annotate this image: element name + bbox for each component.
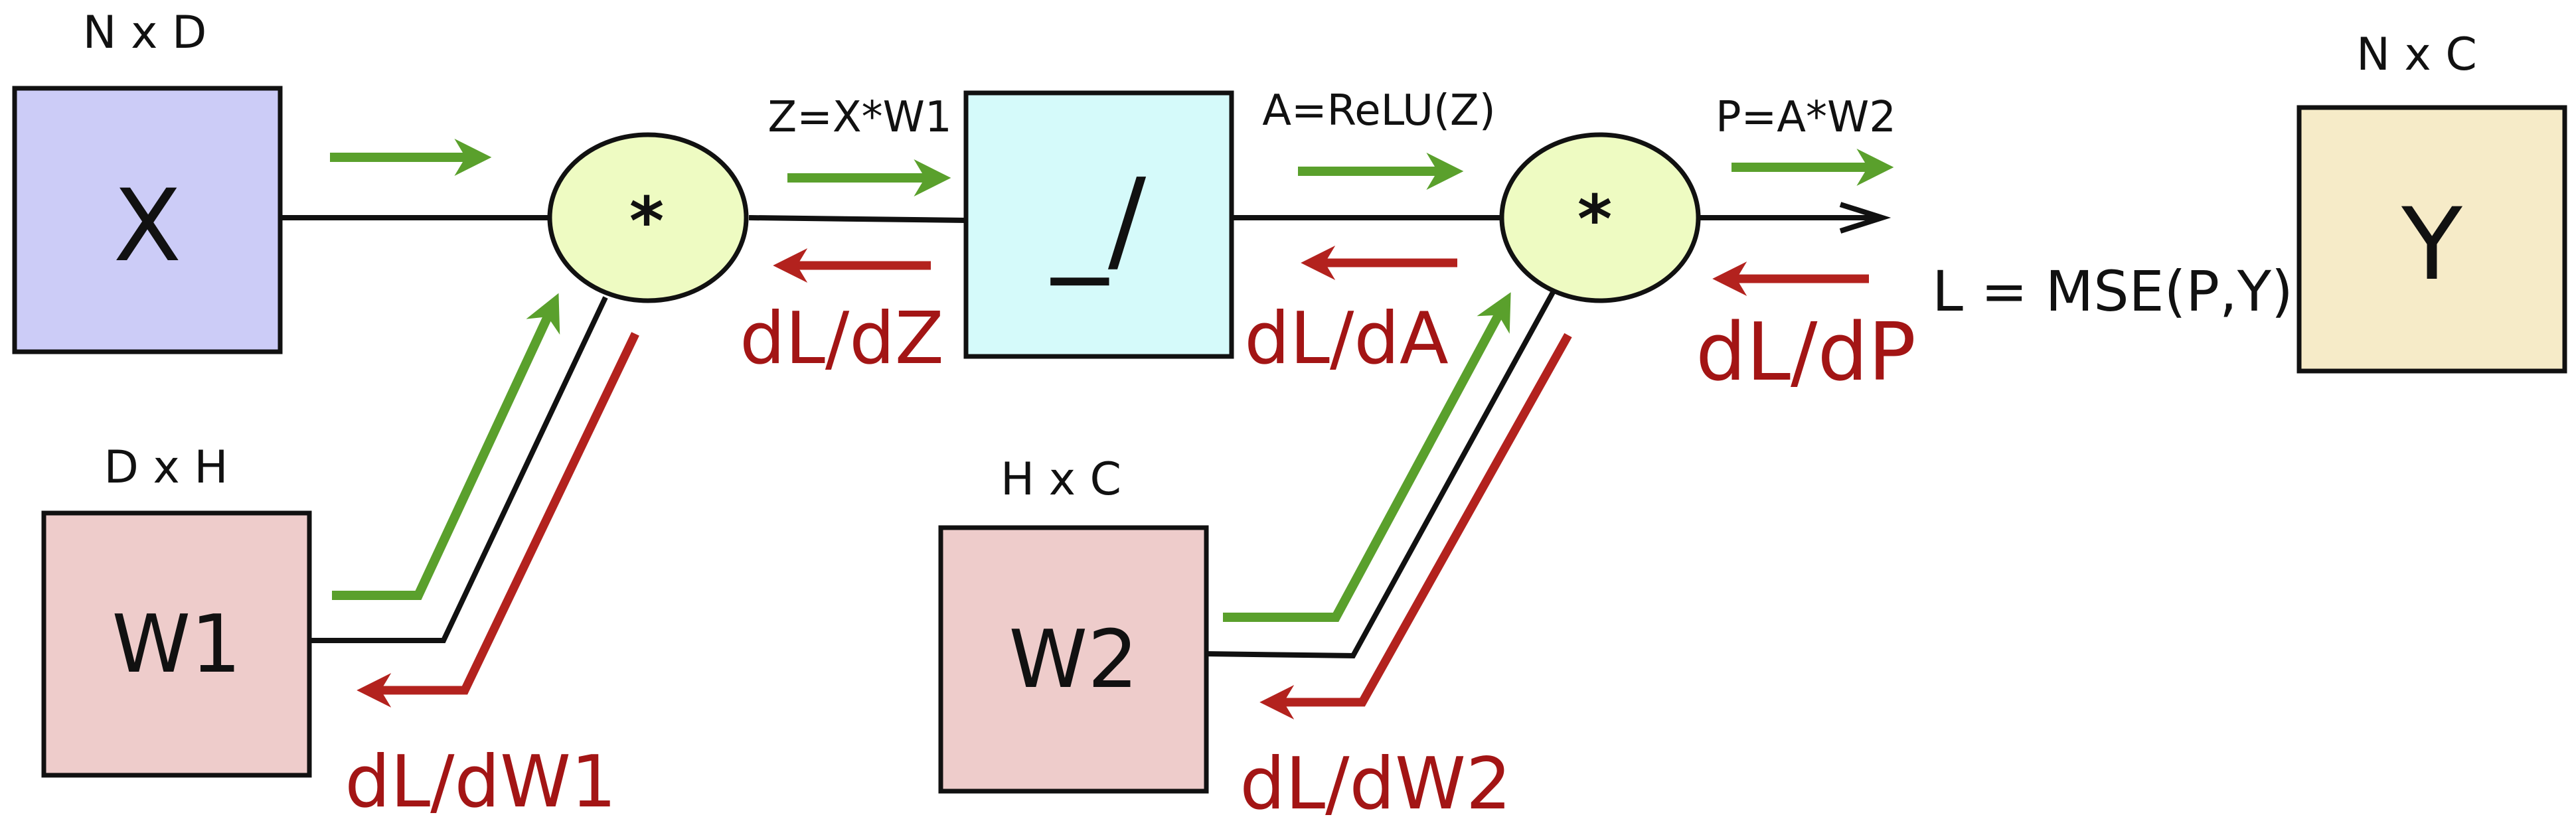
gradient-label-dw1: dL/dW1 (345, 741, 616, 824)
input-x-label: X (114, 169, 182, 284)
loss-label: L = MSE(P,Y) (1932, 259, 2293, 324)
weight-w2-label: W2 (1009, 614, 1139, 706)
relu-icon: _/ (1050, 155, 1147, 286)
forward-arrow-w1 (332, 293, 560, 600)
forward-label-a: A=ReLU(Z) (1262, 86, 1495, 135)
multiply-node-2 (1499, 132, 1701, 303)
gradient-label-dw2: dL/dW2 (1240, 743, 1511, 826)
relu-box (963, 90, 1234, 359)
forward-arrow-w2 (1223, 292, 1511, 622)
weight-w1-box (41, 510, 312, 778)
target-y-label: Y (2401, 187, 2462, 303)
wire-output-arrowhead (1839, 202, 1892, 234)
weight-w2-box (938, 525, 1209, 794)
wire-w1-to-mul1 (311, 296, 608, 643)
multiply-node-1 (547, 132, 749, 303)
forward-label-p: P=A*W2 (1716, 93, 1896, 142)
input-x-dims: N x D (83, 7, 207, 59)
weight-w1-dims: D x H (104, 441, 228, 494)
weight-w2-dims: H x C (1001, 453, 1121, 506)
multiply-node-1-symbol: * (629, 183, 664, 260)
wire-w2-to-mul2 (1204, 287, 1558, 659)
target-y-dims: N x C (2356, 29, 2477, 81)
weight-w1-label: W1 (112, 599, 242, 691)
gradient-label-dz: dL/dZ (740, 297, 944, 380)
backward-arrow-dw2 (1259, 333, 1572, 719)
target-y-box (2296, 105, 2567, 374)
gradient-label-dp: dL/dP (1696, 307, 1916, 399)
multiply-node-2-symbol: * (1577, 181, 1612, 258)
forward-label-z: Z=X*W1 (767, 93, 951, 142)
input-x-box (12, 86, 283, 354)
backward-arrow-dw1 (357, 332, 639, 708)
wire-mul1-to-relu (748, 215, 967, 223)
gradient-label-da: dL/dA (1244, 297, 1449, 380)
